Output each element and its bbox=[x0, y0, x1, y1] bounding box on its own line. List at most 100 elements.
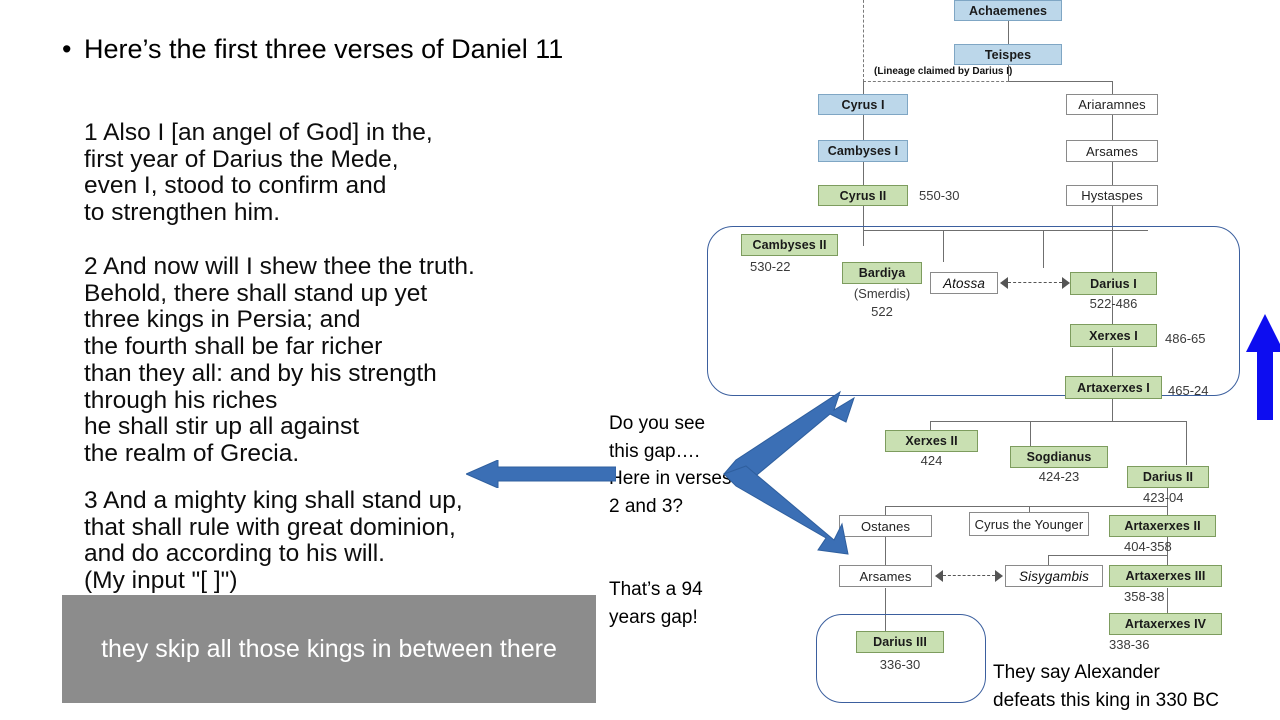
tree-connector bbox=[885, 537, 886, 565]
tree-node-ariaramnes: Ariaramnes bbox=[1066, 94, 1158, 115]
tree-node-teispes: Teispes bbox=[954, 44, 1062, 65]
tree-connector bbox=[1112, 115, 1113, 140]
tree-connector bbox=[1043, 230, 1044, 268]
tree-node-darius-ii: Darius II bbox=[1127, 466, 1209, 488]
tree-connector bbox=[1008, 65, 1009, 81]
tree-year-xerxes-ii: 424 bbox=[920, 453, 943, 468]
tree-connector bbox=[1167, 537, 1168, 555]
tree-node-arsames-lower: Arsames bbox=[839, 565, 932, 587]
annotation-gap-years: That’s a 94 years gap! bbox=[609, 579, 703, 628]
tree-connector bbox=[1186, 421, 1187, 465]
dashed-line bbox=[943, 575, 995, 576]
tree-year-cambyses-ii: 530-22 bbox=[750, 259, 791, 274]
tree-node-bardiya: Bardiya bbox=[842, 262, 922, 284]
tree-connector bbox=[1167, 488, 1168, 506]
tree-node-artaxerxes-ii: Artaxerxes II bbox=[1109, 515, 1216, 537]
tree-year-artaxerxes-ii: 404-358 bbox=[1124, 539, 1172, 554]
highlight-box-darius-iii bbox=[816, 614, 986, 703]
tree-year-artaxerxes-iii: 358-38 bbox=[1124, 589, 1165, 604]
tree-connector bbox=[1112, 296, 1113, 324]
tree-connector bbox=[1112, 162, 1113, 185]
tree-year-cyrus-ii: 550-30 bbox=[919, 188, 960, 203]
tree-connector bbox=[1112, 206, 1113, 272]
tree-subtitle-smerdis: (Smerdis) bbox=[853, 286, 911, 301]
tree-node-artaxerxes-i: Artaxerxes I bbox=[1065, 376, 1162, 399]
tree-node-ostanes: Ostanes bbox=[839, 515, 932, 537]
tree-year-darius-i: 522-486 bbox=[1089, 296, 1138, 311]
tree-connector bbox=[1029, 506, 1030, 515]
tree-connector bbox=[1030, 421, 1031, 446]
tree-connector-dashed bbox=[863, 0, 864, 82]
bullet-heading: • Here’s the first three verses of Daniel… bbox=[62, 34, 662, 65]
tree-connector bbox=[1008, 81, 1113, 82]
tree-node-artaxerxes-iii: Artaxerxes III bbox=[1109, 565, 1222, 587]
tree-connector bbox=[1048, 555, 1168, 556]
tree-connector bbox=[863, 206, 864, 230]
tree-year-xerxes-i: 486-65 bbox=[1165, 331, 1206, 346]
tree-node-xerxes-i: Xerxes I bbox=[1070, 324, 1157, 347]
tree-connector bbox=[1048, 555, 1049, 565]
tree-year-darius-iii: 336-30 bbox=[879, 657, 921, 672]
verse-3-text: 3 And a mighty king shall stand up, that… bbox=[84, 487, 463, 595]
tree-connector bbox=[863, 81, 864, 94]
tree-node-xerxes-ii: Xerxes II bbox=[885, 430, 978, 452]
persian-kings-family-tree: (Lineage claimed by Darius I) Achaemenes… bbox=[700, 0, 1280, 720]
tree-node-achaemenes: Achaemenes bbox=[954, 0, 1062, 21]
tree-connector bbox=[885, 588, 886, 631]
arrowhead-left-icon bbox=[935, 570, 943, 582]
highlight-box-early-kings bbox=[707, 226, 1240, 396]
tree-connector bbox=[943, 230, 944, 262]
tree-connector bbox=[930, 421, 1186, 422]
lineage-note: (Lineage claimed by Darius I) bbox=[874, 66, 1013, 77]
tree-connector bbox=[885, 506, 886, 515]
tree-node-hystaspes: Hystaspes bbox=[1066, 185, 1158, 206]
bullet-marker: • bbox=[62, 34, 72, 64]
tree-node-sogdianus: Sogdianus bbox=[1010, 446, 1108, 468]
tree-year-bardiya: 522 bbox=[871, 304, 893, 319]
tree-connector bbox=[1167, 555, 1168, 565]
annotation-gap-question: Do you see this gap…. Here in verses 2 a… bbox=[609, 413, 732, 518]
tree-connector bbox=[863, 230, 1148, 231]
slide-text-panel: • Here’s the first three verses of Daniel… bbox=[62, 34, 662, 595]
tree-year-darius-ii: 423-04 bbox=[1143, 490, 1184, 505]
tree-year-artaxerxes-i: 465-24 bbox=[1168, 383, 1209, 398]
tree-node-cyrus-i: Cyrus I bbox=[818, 94, 908, 115]
tree-connector bbox=[1167, 506, 1168, 515]
tree-connector bbox=[1112, 399, 1113, 421]
tree-connector bbox=[1008, 20, 1009, 44]
tree-node-cyrus-ii: Cyrus II bbox=[818, 185, 908, 206]
tree-node-cyrus-the-younger: Cyrus the Younger bbox=[969, 512, 1089, 536]
tree-node-darius-iii: Darius III bbox=[856, 631, 944, 653]
tree-node-cambyses-i: Cambyses I bbox=[818, 140, 908, 162]
verse-1-text: 1 Also I [an angel of God] in the, first… bbox=[84, 119, 433, 227]
marriage-link-atossa-darius bbox=[1000, 277, 1070, 289]
arrowhead-left-icon bbox=[1000, 277, 1008, 289]
tree-node-arsames-upper: Arsames bbox=[1066, 140, 1158, 162]
tree-connector bbox=[1112, 348, 1113, 376]
verse-2-text: 2 And now will I shew thee the truth. Be… bbox=[84, 253, 475, 467]
tree-connector bbox=[863, 115, 864, 140]
tree-year-artaxerxes-iv: 338-36 bbox=[1109, 637, 1150, 652]
left-pointing-arrow-icon bbox=[466, 460, 616, 488]
marriage-link-arsames-sisygambis bbox=[935, 570, 1003, 582]
up-pointing-cursor-arrow-icon bbox=[1246, 314, 1280, 420]
dashed-line bbox=[1008, 282, 1062, 283]
annotation-alexander: They say Alexander defeats this king in … bbox=[993, 662, 1220, 711]
tree-connector-dashed bbox=[863, 81, 1009, 82]
double-headed-bent-arrow-icon bbox=[723, 390, 855, 555]
tree-node-atossa: Atossa bbox=[930, 272, 998, 294]
bullet-heading-text: Here’s the first three verses of Daniel … bbox=[84, 34, 564, 64]
tree-connector bbox=[1167, 588, 1168, 613]
tree-connector bbox=[1112, 81, 1113, 94]
tree-connector bbox=[885, 506, 1168, 507]
tree-node-sisygambis: Sisygambis bbox=[1005, 565, 1103, 587]
tree-node-artaxerxes-iv: Artaxerxes IV bbox=[1109, 613, 1222, 635]
tree-node-darius-i: Darius I bbox=[1070, 272, 1157, 295]
tree-year-sogdianus: 424-23 bbox=[1038, 469, 1080, 484]
caption-overlay: they skip all those kings in between the… bbox=[62, 595, 596, 703]
arrowhead-right-icon bbox=[995, 570, 1003, 582]
caption-text: they skip all those kings in between the… bbox=[101, 635, 557, 663]
arrowhead-right-icon bbox=[1062, 277, 1070, 289]
tree-connector bbox=[930, 421, 931, 430]
tree-connector bbox=[863, 230, 864, 246]
